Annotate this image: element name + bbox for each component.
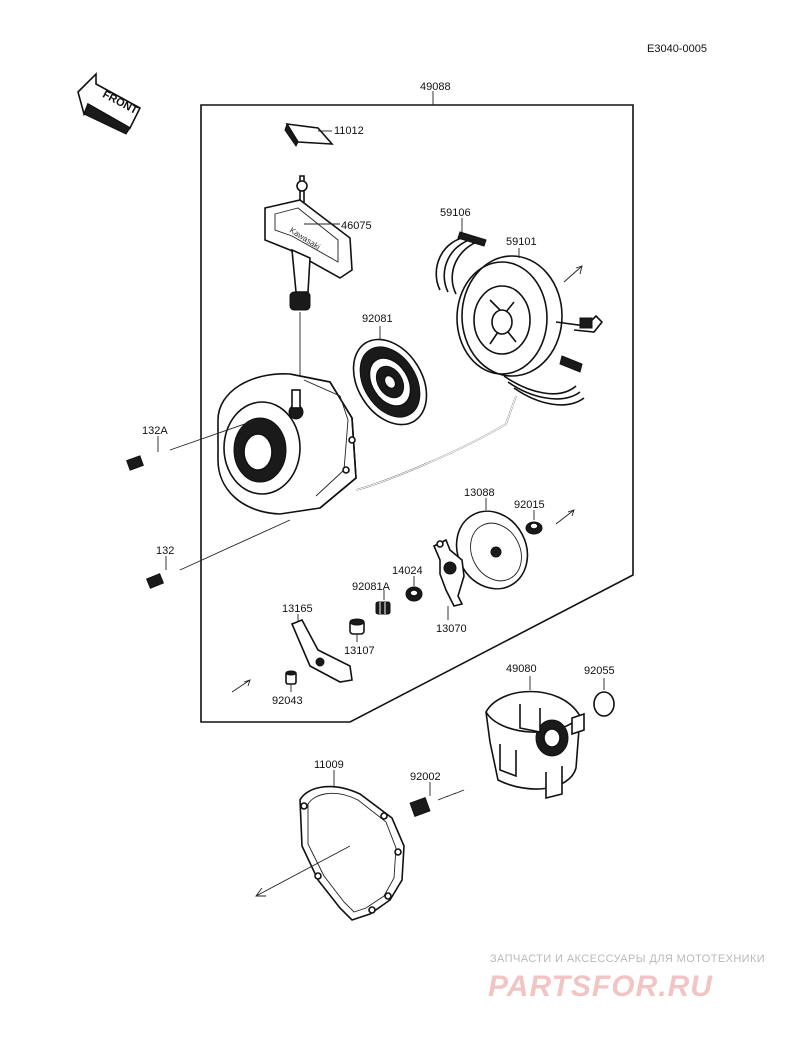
part-number-92002: 92002: [410, 771, 441, 783]
part-49080-starter-cup: [485, 690, 585, 800]
part-number-92055: 92055: [584, 665, 615, 677]
part-14024-washer: [405, 586, 423, 602]
part-92043-pin: [285, 670, 297, 685]
part-number-49088: 49088: [420, 81, 451, 93]
part-number-13088: 13088: [464, 487, 495, 499]
part-number-92015: 92015: [514, 499, 545, 511]
part-132-bolt: [145, 568, 181, 589]
part-11009-gasket: [299, 785, 405, 921]
part-number-59101: 59101: [506, 236, 537, 248]
part-number-132: 132: [156, 545, 174, 557]
part-number-14024: 14024: [392, 565, 423, 577]
part-92015-nut: [525, 521, 543, 535]
part-number-92043: 92043: [272, 695, 303, 707]
part-number-11009: 11009: [314, 759, 344, 771]
part-13070-ratchet: [432, 538, 465, 607]
part-number-13070: 13070: [436, 623, 467, 635]
part-number-13165: 13165: [282, 603, 313, 615]
part-92055-o-ring: [593, 691, 615, 717]
assembly-outline-box: [200, 104, 634, 723]
watermark-site: PARTSFOR.RU: [488, 970, 713, 1003]
part-11012-cap: [284, 122, 334, 147]
part-59106-spring-wire: [435, 231, 487, 295]
part-number-132A: 132A: [142, 425, 168, 437]
part-92081-recoil-spring: [352, 338, 428, 426]
part-46075-handle: Kawasaki: [264, 175, 353, 311]
part-number-59106: 59106: [440, 207, 471, 219]
part-number-49080: 49080: [506, 663, 537, 675]
part-132A-bolt: [126, 448, 171, 471]
front-arrow-icon: FRONT: [77, 72, 142, 135]
part-13107-collar: [349, 618, 365, 635]
part-59101-reel: [456, 255, 604, 406]
part-92002-bolt: [409, 788, 467, 817]
starter-housing: [217, 373, 357, 515]
diagram-code: E3040-0005: [647, 43, 707, 55]
part-number-92081: 92081: [362, 313, 393, 325]
part-number-92081A: 92081A: [352, 581, 391, 593]
part-number-11012: 11012: [334, 125, 364, 137]
part-13165-lever: [290, 618, 353, 683]
watermark-tagline: ЗАПЧАСТИ И АКСЕССУАРЫ ДЛЯ МОТОТЕХНИКИ: [490, 953, 765, 965]
part-92081A-spring: [375, 601, 391, 615]
part-number-13107: 13107: [344, 645, 375, 657]
part-number-46075: 46075: [341, 220, 372, 232]
